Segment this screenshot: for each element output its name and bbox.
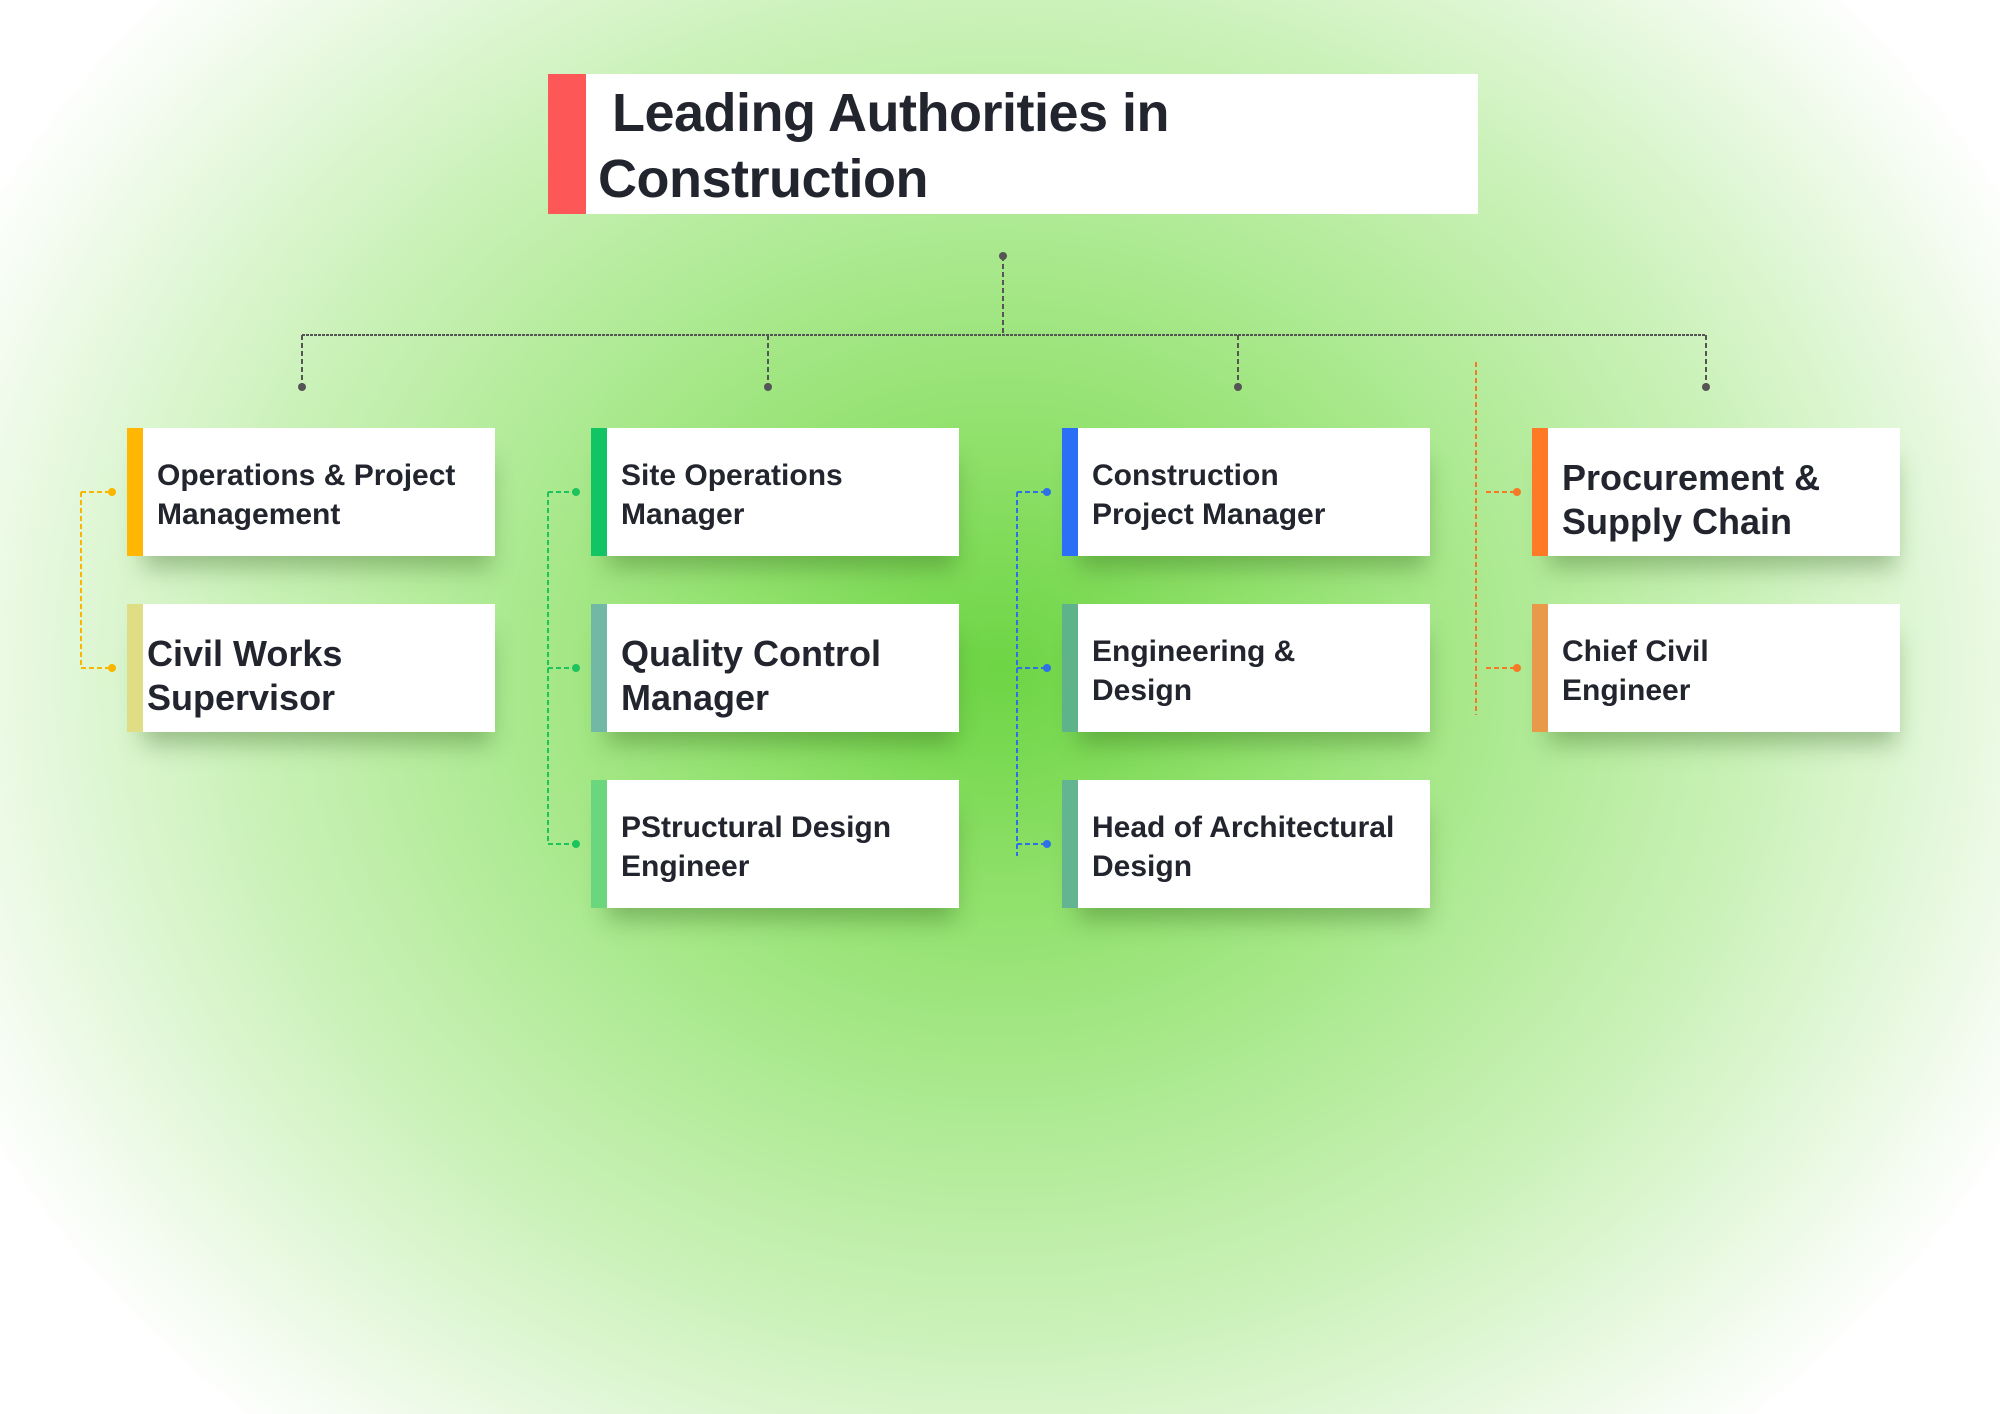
node-label-line: Head of Architectural (1092, 811, 1395, 844)
node-label: Engineering & Design (1092, 632, 1420, 710)
title-line-1: Leading Authorities in (612, 83, 1170, 143)
branch-stem-dot-2 (764, 383, 772, 391)
column-4-branch-dot-1 (1513, 488, 1521, 496)
node-label-line: Manager (621, 498, 745, 531)
node-label-line: Quality Control (621, 633, 881, 674)
column-3-branch-dot-2 (1043, 664, 1051, 672)
column-2-branch-dot-2 (572, 664, 580, 672)
title-accent-bar (548, 74, 586, 214)
node-label: Procurement &Supply Chain (1562, 456, 1890, 544)
branch-stem-dot-4 (1702, 383, 1710, 391)
node-accent-bar (591, 604, 607, 732)
org-node-card[interactable]: Engineering & Design (1062, 604, 1430, 732)
node-label-line: Engineer (1562, 674, 1691, 707)
column-3-branch-dot-1 (1043, 488, 1051, 496)
node-label-line: Site Operations (621, 459, 843, 492)
node-accent-bar (1062, 604, 1078, 732)
node-label-line: Civil Works (147, 633, 343, 674)
column-2-branch-dot-1 (572, 488, 580, 496)
node-label-line: Construction (1092, 459, 1279, 492)
title-line-2: Construction (598, 149, 928, 209)
node-label-line: PStructural Design (621, 811, 892, 844)
node-label-line: Supply Chain (1562, 501, 1793, 542)
node-accent-bar (1532, 604, 1548, 732)
node-label-line: Design (1092, 850, 1193, 883)
chart-title: Leading Authorities in Construction (598, 80, 1298, 212)
node-accent-bar (1062, 780, 1078, 908)
branch-stem-dot-3 (1234, 383, 1242, 391)
node-accent-bar (127, 428, 143, 556)
node-accent-bar (591, 428, 607, 556)
node-label-line: Operations & Project (157, 459, 456, 492)
node-label-line: Project Manager (1092, 498, 1326, 531)
branch-stem-dot-1 (298, 383, 306, 391)
node-label-line: Design (1092, 674, 1193, 707)
node-accent-bar (127, 604, 143, 732)
column-4-branch-dot-2 (1513, 664, 1521, 672)
node-label-line: Management (157, 498, 341, 531)
org-node-card[interactable]: Procurement &Supply Chain (1532, 428, 1900, 556)
node-label-line: Supervisor (147, 677, 336, 718)
node-label-line: Engineering & (1092, 635, 1296, 668)
node-label-line: Chief Civil (1562, 635, 1709, 668)
column-3-branch-dot-3 (1043, 840, 1051, 848)
node-label-line: Engineer (621, 850, 750, 883)
node-accent-bar (1532, 428, 1548, 556)
title-box: Leading Authorities in Construction (548, 74, 1478, 214)
column-1-branch-dot-2 (108, 664, 116, 672)
node-accent-bar (591, 780, 607, 908)
node-label-line: Procurement & (1562, 457, 1821, 498)
root-connector-dot (999, 252, 1007, 260)
column-1-branch-dot-1 (108, 488, 116, 496)
node-label-line: Manager (621, 677, 770, 718)
column-2-branch-dot-3 (572, 840, 580, 848)
node-accent-bar (1062, 428, 1078, 556)
